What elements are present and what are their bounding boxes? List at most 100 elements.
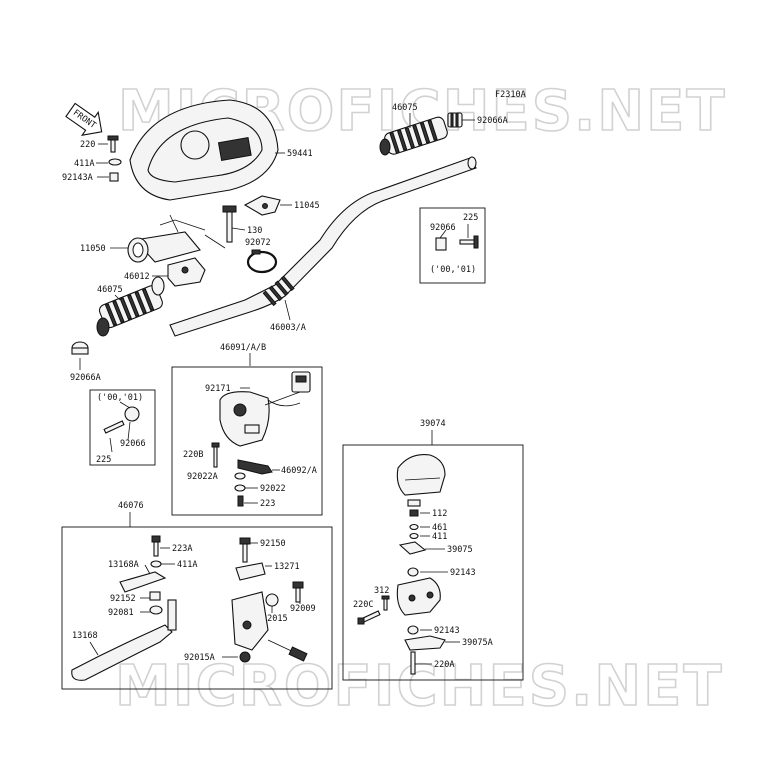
- label-92066A-top: 92066A: [477, 116, 508, 126]
- grip-left-part: [96, 276, 165, 337]
- lever-46092A-part: [237, 459, 273, 475]
- label-92152: 92152: [110, 594, 136, 604]
- bolt-92150-part: [239, 537, 251, 563]
- label-46075-top: 46075: [392, 103, 418, 113]
- holder-46012-part: [167, 257, 206, 287]
- label-225-right: 225: [463, 213, 478, 223]
- label-92015A: 92015A: [184, 653, 215, 663]
- label-39075A: 39075A: [462, 638, 493, 648]
- clutch-lever-part: [71, 599, 177, 681]
- label-92066-left: 92066: [120, 439, 146, 449]
- front-arrow-icon: [65, 102, 103, 136]
- label-13168A: 13168A: [108, 560, 139, 570]
- label-220C: 220C: [353, 600, 373, 610]
- bracket-112-part: [407, 499, 421, 507]
- screw-223A-part: [151, 535, 161, 557]
- label-411: 411: [432, 532, 447, 542]
- label-92015: 92015: [262, 614, 288, 624]
- washer-411A-part: [108, 158, 122, 166]
- bar-end-inset-right-part: [435, 235, 479, 251]
- label-92066A-left: 92066A: [70, 373, 101, 383]
- label-46092A: 46092/A: [281, 466, 317, 476]
- washer-411-part: [409, 532, 419, 540]
- label-220: 220: [80, 140, 95, 150]
- label-46091AB: 46091/A/B: [220, 343, 266, 353]
- label-411A: 411A: [74, 159, 94, 169]
- label-39075: 39075: [447, 545, 473, 555]
- label-59441: 59441: [287, 149, 313, 159]
- screw-92009-part: [292, 581, 304, 603]
- label-130: 130: [247, 226, 262, 236]
- holder-11050-part: [127, 231, 201, 263]
- label-461: 461: [432, 523, 447, 533]
- label-92081: 92081: [108, 608, 134, 618]
- nut-92015A-part: [239, 651, 251, 663]
- label-223: 223: [260, 499, 275, 509]
- label-312: 312: [374, 586, 389, 596]
- bushing-92081-part: [149, 605, 163, 615]
- screw-220A-part: [410, 651, 416, 675]
- clamp-92072-part: [246, 249, 278, 274]
- label-112: 112: [432, 509, 447, 519]
- bar-end-left-part: [71, 341, 89, 355]
- grip-right-part: [379, 116, 448, 156]
- throttle-case-part: [396, 577, 441, 616]
- inset-box-left: [89, 389, 156, 466]
- collar-92143-b-part: [407, 625, 419, 635]
- label-39074: 39074: [420, 419, 446, 429]
- label-92066-right: 92066: [430, 223, 456, 233]
- label-225-left: 225: [96, 455, 111, 465]
- bracket-13271-part: [235, 562, 266, 581]
- label-92143-b: 92143: [434, 626, 460, 636]
- label-220B: 220B: [183, 450, 203, 460]
- label-92072: 92072: [245, 238, 271, 248]
- screw-112-part: [409, 509, 419, 517]
- collar-92143A-part: [109, 172, 119, 182]
- label-411A-b: 411A: [177, 560, 197, 570]
- label-92022: 92022: [260, 484, 286, 494]
- label-46075-left: 46075: [97, 285, 123, 295]
- switch-housing-part: [219, 371, 311, 447]
- bolt-220-part: [107, 135, 119, 153]
- label-92143A: 92143A: [62, 173, 93, 183]
- label-92143-a: 92143: [450, 568, 476, 578]
- label-13168: 13168: [72, 631, 98, 641]
- bracket-13168A-part: [119, 571, 167, 593]
- label-46012: 46012: [124, 272, 150, 282]
- switch-assembly-box: [171, 366, 323, 516]
- label-92171: 92171: [205, 384, 231, 394]
- washer-92022A-part: [234, 472, 246, 480]
- washer-92022-part: [234, 484, 246, 492]
- inset-box-right: [419, 207, 486, 284]
- clutch-lever-box: [61, 526, 333, 690]
- label-46076: 46076: [118, 501, 144, 511]
- label-92009: 92009: [290, 604, 316, 614]
- screw-312-part: [381, 595, 390, 611]
- bar-end-inset-left-part: [103, 406, 140, 434]
- bolt-130-part: [222, 205, 237, 243]
- lever-39075A-part: [404, 635, 446, 651]
- label-46003A: 46003/A: [270, 323, 306, 333]
- years-right: ('00,'01): [430, 265, 476, 275]
- plate-39075-part: [398, 541, 427, 555]
- label-11045: 11045: [294, 201, 320, 211]
- throttle-cover-part: [396, 453, 446, 496]
- screw-223-part: [237, 495, 244, 507]
- washer-411A-b-part: [150, 560, 162, 568]
- label-13271: 13271: [274, 562, 300, 572]
- label-11050: 11050: [80, 244, 106, 254]
- screw-220C-part: [357, 610, 381, 625]
- nut-92015-part: [265, 593, 279, 607]
- lever-holder-part: [231, 591, 308, 662]
- label-223A: 223A: [172, 544, 192, 554]
- years-left: ('00,'01): [97, 393, 143, 403]
- label-92150: 92150: [260, 539, 286, 549]
- diagram-code: F2310A: [495, 90, 526, 100]
- collar-92152-part: [149, 591, 161, 601]
- bracket-11045-part: [243, 195, 281, 216]
- washer-461-part: [409, 523, 419, 531]
- handlebar-part: [169, 156, 477, 337]
- collar-92143-a-part: [407, 567, 419, 577]
- screw-220B-part: [211, 442, 220, 468]
